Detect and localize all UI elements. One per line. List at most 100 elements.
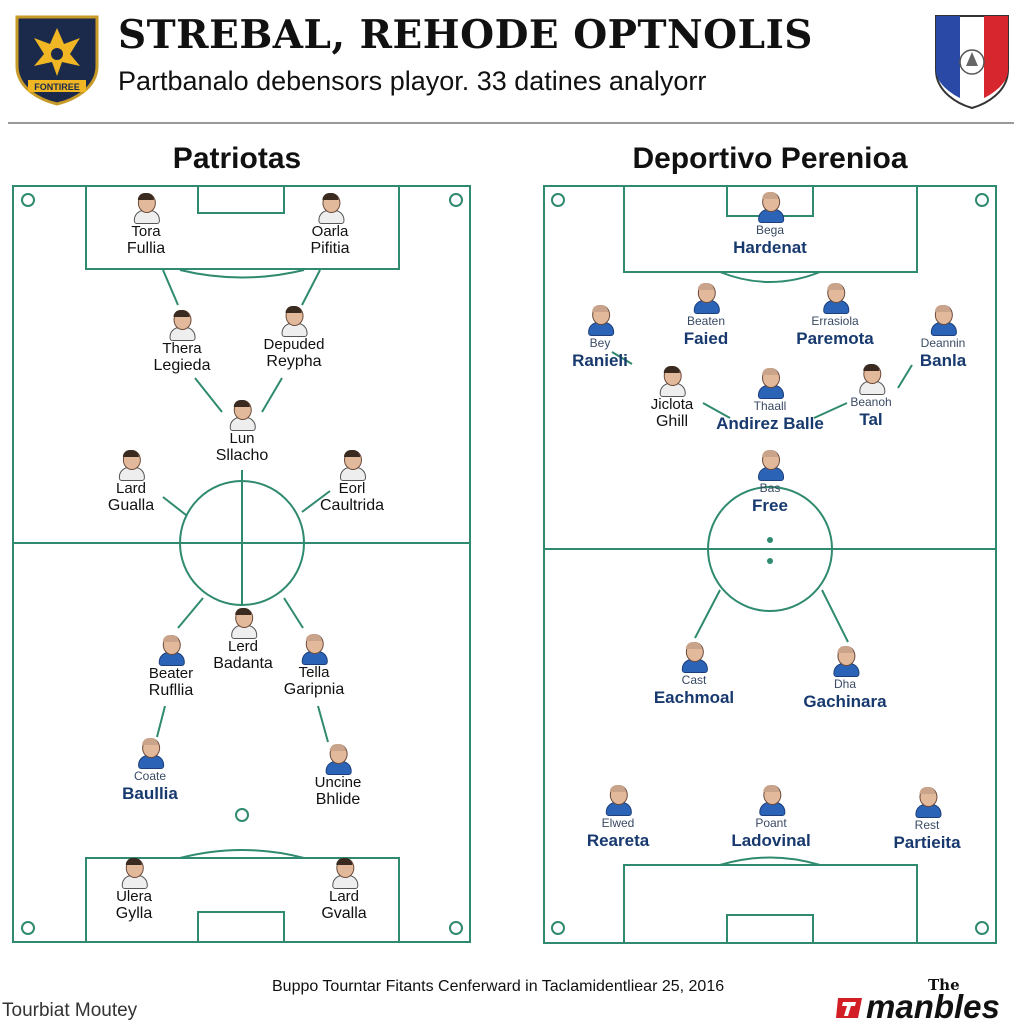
team-name-right: Deportivo Perenioa: [632, 142, 908, 175]
player-name: Gvalla: [321, 905, 367, 922]
player-label: Rest: [914, 818, 940, 832]
player-avatar-icon: [858, 364, 885, 395]
player-label: Bega: [755, 223, 785, 237]
player-label: Eorl: [338, 480, 366, 497]
player-name: Eachmoal: [653, 688, 735, 707]
brand-mark-icon: [836, 998, 862, 1018]
player-name: Bhlide: [315, 791, 361, 808]
player-name: Rufllia: [148, 682, 194, 699]
player-avatar-icon: [230, 608, 257, 639]
player-label: Bas: [759, 481, 781, 495]
player-label: Beaten: [686, 314, 726, 328]
player-name: Gachinara: [803, 692, 887, 711]
player-name: Reypha: [266, 353, 322, 370]
player-name: Sllacho: [215, 447, 269, 464]
player-avatar-icon: [331, 858, 358, 889]
player-label: Beater: [148, 665, 194, 682]
player-label: Deannin: [920, 336, 966, 350]
player-marker: Tora Fullia: [127, 193, 165, 258]
player-label: Thaall: [753, 399, 787, 413]
player-name: Baullia: [122, 784, 178, 803]
player-name: Ghill: [655, 413, 688, 430]
player-marker: Beaten Faied: [684, 283, 728, 348]
player-marker: Beater Rufllia: [149, 635, 193, 700]
player-label: Lerd: [227, 638, 259, 655]
player-name: Gualla: [107, 497, 155, 514]
brand-name: manbles: [866, 988, 1000, 1025]
player-avatar-icon: [158, 635, 185, 666]
player-avatar-icon: [822, 283, 849, 314]
player-label: Errasiola: [811, 314, 859, 328]
player-name: Faied: [683, 329, 729, 348]
player-marker: Errasiola Paremota: [796, 283, 874, 348]
player-label: Jiclota: [650, 396, 694, 413]
player-name: Tal: [859, 410, 883, 429]
player-avatar-icon: [325, 744, 352, 775]
player-avatar-icon: [229, 400, 256, 431]
player-avatar-icon: [681, 642, 708, 673]
player-name: Fullia: [126, 240, 166, 257]
flag-crest-logo: [935, 15, 1009, 110]
player-label: Lard: [115, 480, 147, 497]
player-name: Legieda: [153, 357, 211, 374]
player-label: Cast: [681, 673, 707, 687]
player-label: Oarla: [311, 223, 349, 240]
player-avatar-icon: [281, 306, 308, 337]
team-crest-logo: FONTIREE: [15, 15, 99, 106]
player-name: Ranieli: [572, 351, 628, 370]
player-name: Pifitia: [310, 240, 350, 257]
player-name: Gylla: [115, 905, 153, 922]
player-name: Free: [752, 496, 788, 515]
player-marker: Lard Gvalla: [321, 858, 367, 923]
player-avatar-icon: [757, 368, 784, 399]
player-name: Garipnia: [283, 681, 345, 698]
player-marker: Thaall Andirez Balle: [715, 368, 825, 433]
player-marker: Ulera Gylla: [116, 858, 152, 923]
player-label: Uncine: [314, 774, 362, 791]
player-name: Partieita: [893, 833, 961, 852]
player-label: Lard: [328, 888, 360, 905]
player-marker: Lard Gualla: [108, 450, 154, 515]
player-label: Tora: [131, 223, 161, 240]
player-avatar-icon: [930, 305, 957, 336]
player-avatar-icon: [339, 450, 366, 481]
player-label: Depuded: [263, 336, 325, 353]
player-label: Tella: [298, 664, 330, 681]
player-avatar-icon: [317, 193, 344, 224]
player-avatar-icon: [757, 450, 784, 481]
player-marker: Lun Sllacho: [216, 400, 268, 465]
player-marker: Elwed Reareta: [587, 785, 649, 850]
player-marker: Poant Ladovinal: [731, 785, 811, 850]
player-avatar-icon: [693, 283, 720, 314]
player-avatar-icon: [757, 192, 784, 223]
player-label: Beanoh: [850, 395, 892, 409]
player-label: Coate: [133, 769, 167, 783]
player-name: Ladovinal: [731, 831, 811, 850]
footer-credit: Tourbiat Moutey: [2, 1000, 138, 1021]
player-avatar-icon: [133, 193, 160, 224]
player-label: Ulera: [116, 888, 152, 905]
player-marker: Rest Partieita: [893, 787, 961, 852]
header-divider: [8, 122, 1014, 124]
player-avatar-icon: [587, 305, 614, 336]
player-name: Paremota: [796, 329, 874, 348]
player-marker: Thera Legieda: [153, 310, 211, 375]
player-marker: Bey Ranieli: [572, 305, 628, 370]
player-marker: Uncine Bhlide: [314, 744, 362, 809]
player-avatar-icon: [605, 785, 632, 816]
page-subtitle: Partbanalo debensors playor. 33 datines …: [118, 66, 707, 96]
crest-text: FONTIREE: [34, 82, 80, 92]
player-marker: Beanoh Tal: [850, 364, 892, 429]
player-name: Andirez Balle: [716, 414, 824, 433]
player-marker: Eorl Caultrida: [320, 450, 384, 515]
player-label: Elwed: [601, 816, 635, 830]
player-marker: Cast Eachmoal: [654, 642, 734, 707]
player-marker: Deannin Banla: [920, 305, 966, 370]
player-label: Bey: [589, 336, 611, 350]
player-marker: Dha Gachinara: [803, 646, 887, 711]
brand-logo: The manbles: [836, 976, 1024, 1025]
player-avatar-icon: [914, 787, 941, 818]
player-marker: Lerd Badanta: [213, 608, 273, 673]
player-avatar-icon: [137, 738, 164, 769]
footer-caption: Buppo Tourntar Fitants Cenferward in Tac…: [272, 978, 725, 995]
